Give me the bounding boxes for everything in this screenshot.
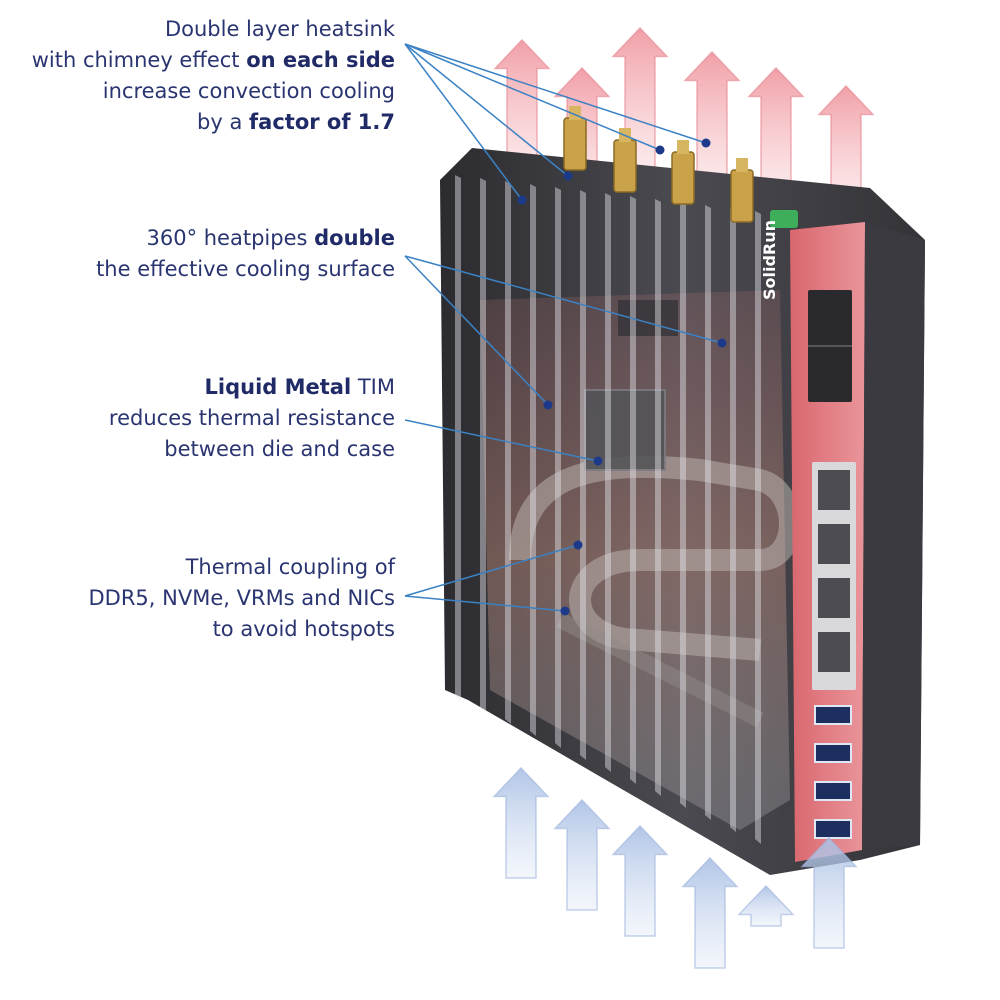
callout-text: Double layer heatsink <box>164 17 395 41</box>
callout-text: Liquid Metal <box>204 375 352 399</box>
callout-line: DDR5, NVMe, VRMs and NICs <box>5 583 396 614</box>
usb-port <box>814 743 852 763</box>
leader-line <box>404 43 661 151</box>
leader-dot <box>543 400 553 410</box>
callout-text: TIM <box>351 375 395 399</box>
callout-liquid-metal: Liquid Metal TIM reduces thermal resistan… <box>5 372 395 465</box>
heatsink-fin <box>605 193 611 772</box>
callout-line: to avoid hotspots <box>5 614 395 645</box>
leader-line <box>404 43 523 201</box>
leader-dot <box>717 338 727 348</box>
cold-air-arrow <box>737 884 795 927</box>
leader-dot <box>701 138 711 148</box>
callout-thermal-coupling: Thermal coupling of DDR5, NVMe, VRMs and … <box>5 552 396 645</box>
callout-line: 360° heatpipes double <box>5 223 395 254</box>
callout-text: double <box>314 226 395 250</box>
usb-port <box>814 781 852 801</box>
callout-text: with chimney effect <box>31 48 247 72</box>
cold-air-arrow <box>553 798 611 911</box>
rj45-port <box>818 578 850 618</box>
leader-line <box>404 43 569 177</box>
leader-dot <box>593 456 603 466</box>
heatsink-fin <box>455 175 461 700</box>
heatsink-fin <box>555 187 561 748</box>
antenna-tip <box>677 140 689 154</box>
usb-port <box>814 819 852 839</box>
heatsink-fin <box>755 211 761 844</box>
brand-logo: SolidRun <box>760 219 779 300</box>
callout-line: by a factor of 1.7 <box>5 107 395 138</box>
callout-text: reduces thermal resistance <box>108 406 395 430</box>
heatsink-fin <box>530 184 536 736</box>
callout-line: increase convection cooling <box>5 76 395 107</box>
callout-line: the effective cooling surface <box>5 254 395 285</box>
callout-text: on each side <box>246 48 395 72</box>
antenna-connector <box>563 117 587 171</box>
heatsink-fin <box>630 196 636 784</box>
callout-line: Double layer heatsink <box>5 14 395 45</box>
rj45-port <box>818 524 850 564</box>
cold-air-arrow <box>681 856 739 969</box>
leader-line <box>404 595 566 612</box>
callout-text: to avoid hotspots <box>212 617 395 641</box>
callout-line: reduces thermal resistance <box>5 403 395 434</box>
rj45-port <box>818 632 850 672</box>
leader-line <box>404 43 707 144</box>
callout-text: between die and case <box>164 437 395 461</box>
heatsink-fin <box>505 181 511 724</box>
antenna-connector <box>671 151 695 205</box>
cold-air-arrows <box>492 766 858 969</box>
cold-air-arrow <box>800 836 858 949</box>
leader-line <box>404 255 723 344</box>
callout-text: the effective cooling surface <box>96 257 395 281</box>
antenna-connector <box>613 139 637 193</box>
leader-line <box>404 419 599 462</box>
heatsink-fin <box>680 202 686 808</box>
callout-text: Thermal coupling of <box>185 555 395 579</box>
callout-line: Liquid Metal TIM <box>5 372 395 403</box>
usb-port <box>814 705 852 725</box>
leader-line <box>404 544 579 597</box>
leader-dot <box>573 540 583 550</box>
callout-heatsink: Double layer heatsink with chimney effect… <box>5 14 395 138</box>
heatsink-fin <box>580 190 586 760</box>
callout-text: DDR5, NVMe, VRMs and NICs <box>88 586 396 610</box>
antenna-tip <box>736 158 748 172</box>
callout-line: between die and case <box>5 434 395 465</box>
callout-line: Thermal coupling of <box>5 552 395 583</box>
cold-air-arrow <box>611 824 669 937</box>
callout-text: increase convection cooling <box>102 79 395 103</box>
antenna-connector <box>730 169 754 223</box>
leader-dot <box>560 606 570 616</box>
leader-dot <box>517 195 527 205</box>
callout-text: factor of 1.7 <box>249 110 395 134</box>
callout-text: by a <box>197 110 250 134</box>
heatsink-fin <box>480 178 486 712</box>
leader-dot <box>563 171 573 181</box>
heatsink-fins <box>455 175 761 844</box>
rj45-port <box>818 470 850 510</box>
heatsink-fin <box>655 199 661 796</box>
power-terminal <box>770 210 798 228</box>
cold-air-arrow <box>492 766 550 879</box>
callout-line: with chimney effect on each side <box>5 45 395 76</box>
antenna-connectors <box>563 106 754 223</box>
heatsink-fin <box>730 208 736 832</box>
leader-lines <box>404 43 727 616</box>
callout-text: 360° heatpipes <box>146 226 315 250</box>
side-bezel <box>862 222 925 850</box>
front-io-panel <box>770 210 865 862</box>
leader-dot <box>655 145 665 155</box>
leader-line <box>404 255 549 406</box>
callout-heatpipes: 360° heatpipes double the effective cooli… <box>5 223 395 285</box>
heatsink-fin <box>705 205 711 820</box>
